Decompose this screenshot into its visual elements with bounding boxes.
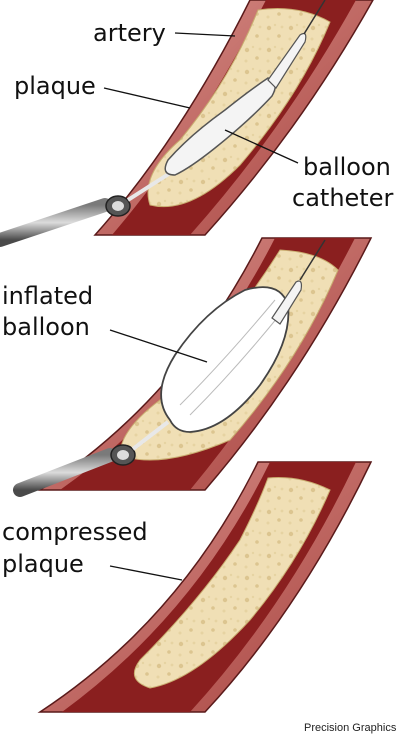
compressed-plaque-deposit — [133, 477, 331, 689]
label-balloon-catheter-line1: balloon — [303, 153, 391, 181]
leader-plaque — [103, 87, 191, 109]
deflated-balloon — [164, 77, 276, 176]
label-balloon-catheter-line2: catheter — [292, 184, 394, 212]
label-inflated-balloon-line1: inflated — [2, 282, 94, 310]
label-inflated-balloon-line2: balloon — [2, 313, 90, 341]
inflated-balloon-shape — [160, 286, 290, 433]
leader-compressed-plaque — [109, 565, 183, 581]
credit-text: Precision Graphics — [304, 722, 397, 734]
label-compressed-plaque-line1: compressed — [2, 518, 148, 546]
label-compressed-plaque-line2: plaque — [2, 550, 84, 578]
panel-1-artery — [0, 0, 374, 247]
leader-balloon-catheter — [224, 129, 299, 164]
leader-artery — [174, 32, 236, 37]
leader-lines — [103, 32, 299, 581]
label-plaque: plaque — [14, 72, 96, 100]
panel-3-artery — [37, 461, 373, 713]
label-artery: artery — [93, 19, 166, 47]
leader-inflated-balloon — [109, 329, 208, 363]
panel-2-artery — [13, 237, 373, 497]
